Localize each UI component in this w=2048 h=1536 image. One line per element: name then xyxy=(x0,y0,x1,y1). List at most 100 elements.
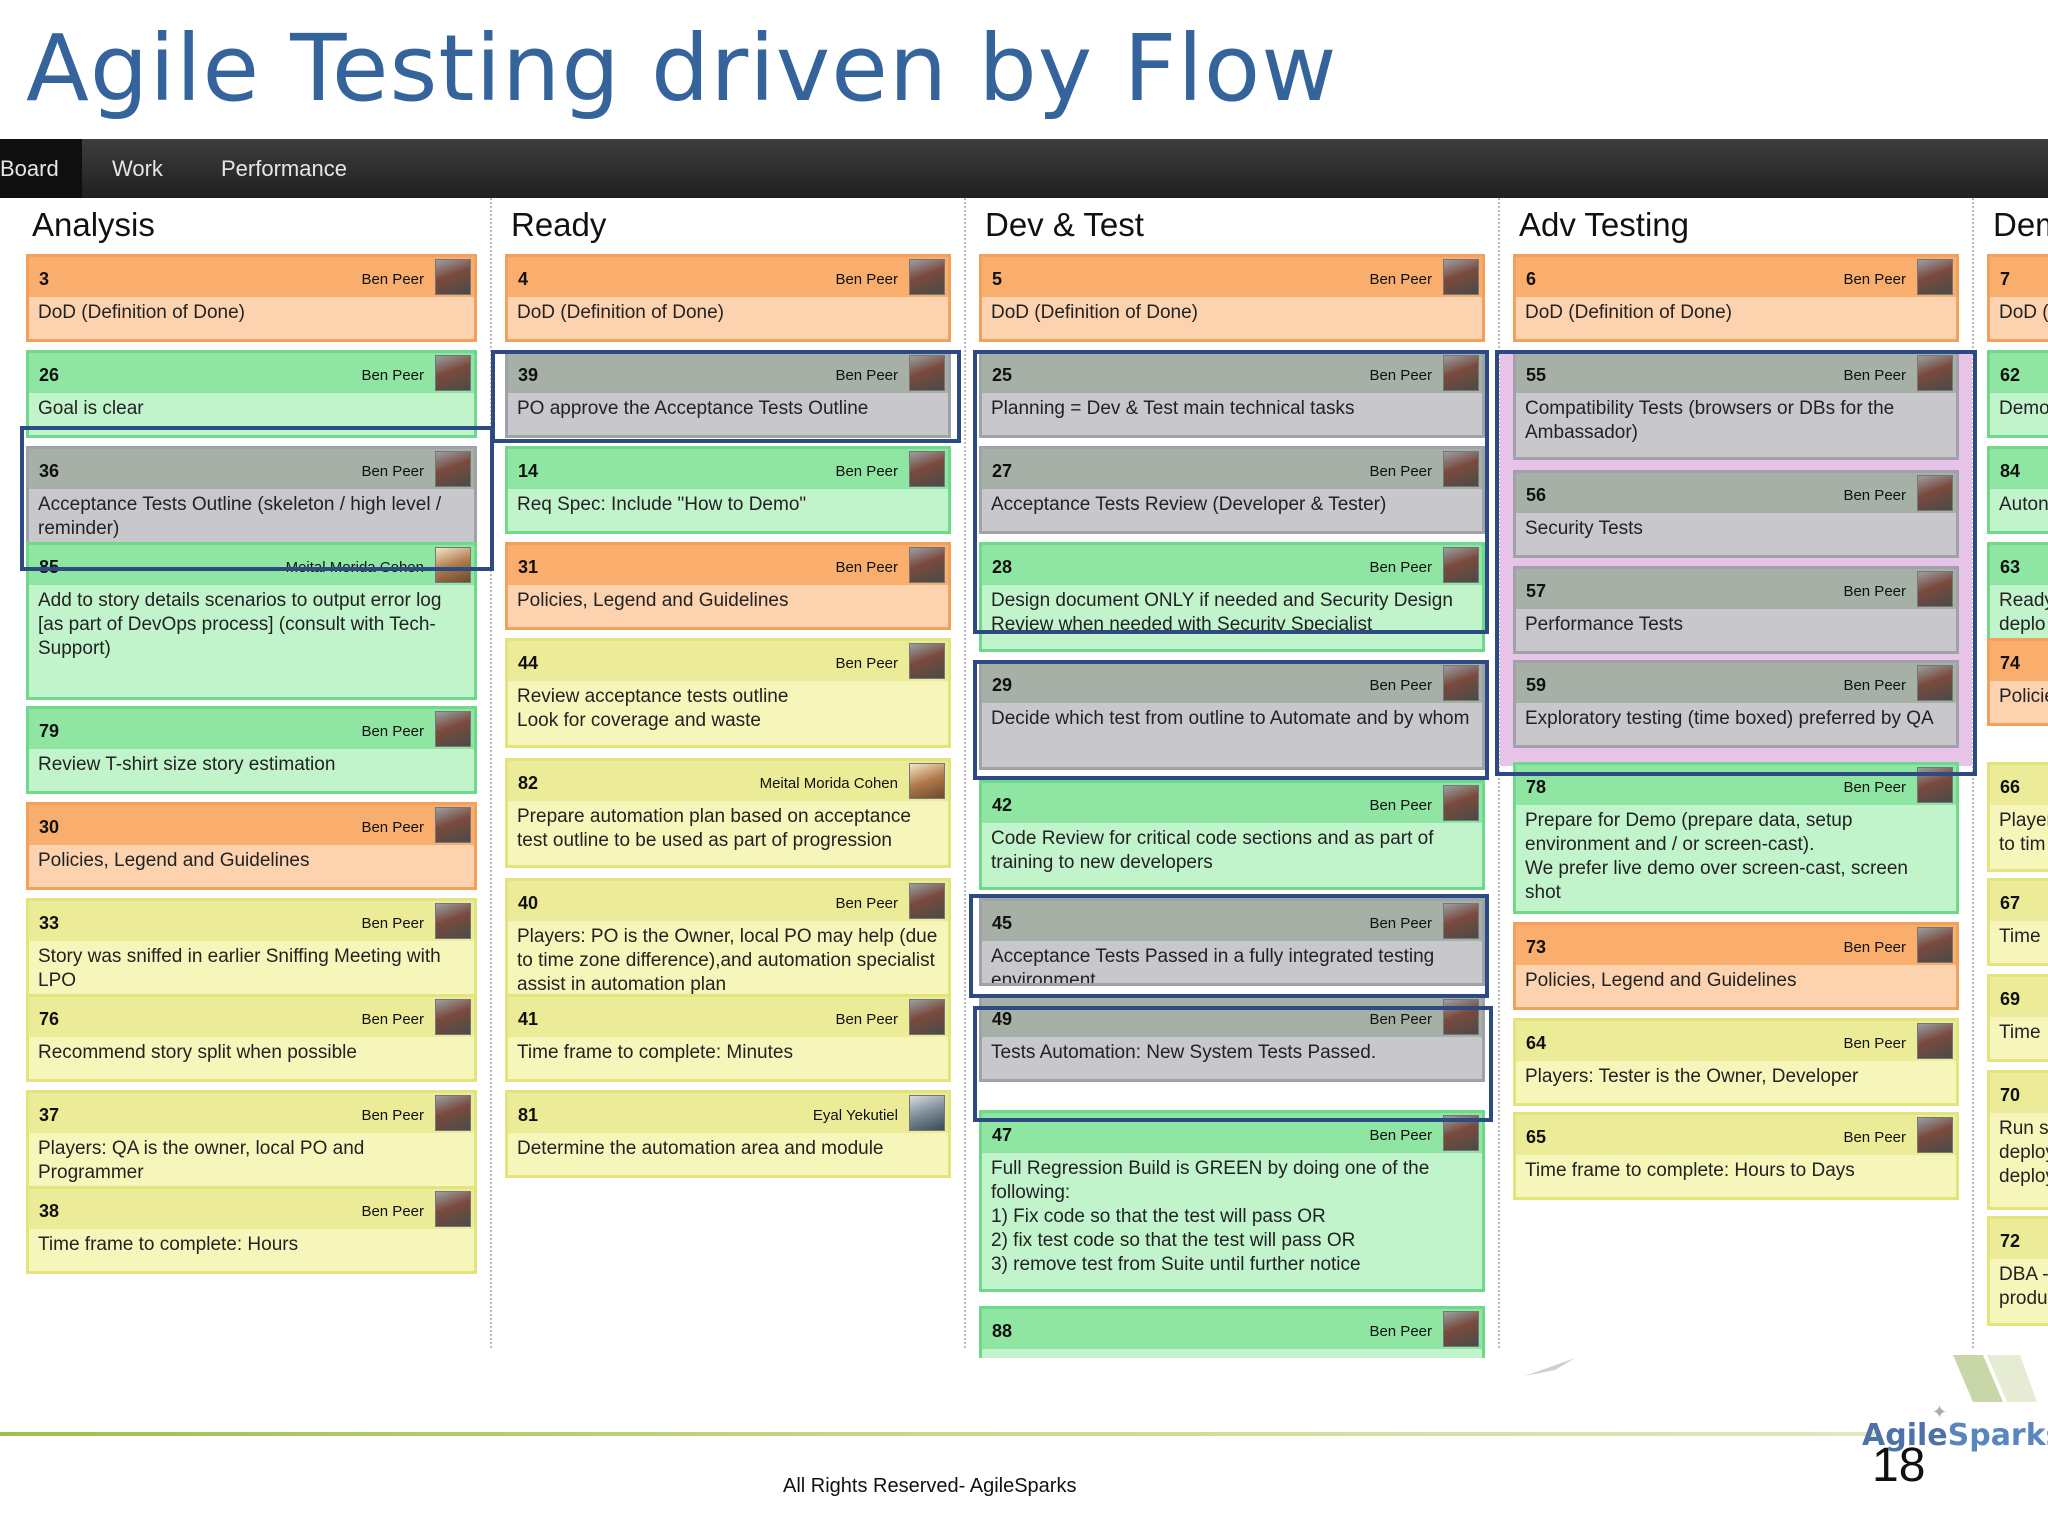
card-owner: Ben Peer xyxy=(1369,797,1432,814)
card-text: Time frame to complete: Hours xyxy=(38,1234,299,1255)
avatar[interactable] xyxy=(435,451,471,487)
avatar[interactable] xyxy=(1443,451,1479,487)
avatar[interactable] xyxy=(435,711,471,747)
avatar[interactable] xyxy=(1917,571,1953,607)
avatar[interactable] xyxy=(1443,1115,1479,1151)
card-owner: Ben Peer xyxy=(361,463,424,480)
avatar[interactable] xyxy=(909,763,945,799)
avatar[interactable] xyxy=(1443,999,1479,1035)
card-owner: Ben Peer xyxy=(1843,677,1906,694)
avatar[interactable] xyxy=(1917,665,1953,701)
tab-work[interactable]: Work xyxy=(112,156,163,181)
card-text: Design document ONLY if needed and Secur… xyxy=(991,590,1453,635)
avatar[interactable] xyxy=(909,1095,945,1131)
avatar[interactable] xyxy=(1917,475,1953,511)
card-text: Add to story details scenarios to output… xyxy=(38,590,442,659)
avatar[interactable] xyxy=(909,451,945,487)
avatar[interactable] xyxy=(435,1191,471,1227)
avatar[interactable] xyxy=(435,999,471,1035)
avatar[interactable] xyxy=(435,903,471,939)
card-owner: Ben Peer xyxy=(361,819,424,836)
avatar[interactable] xyxy=(435,807,471,843)
avatar[interactable] xyxy=(1443,903,1479,939)
avatar[interactable] xyxy=(435,547,471,583)
avatar[interactable] xyxy=(909,643,945,679)
avatar[interactable] xyxy=(909,883,945,919)
card-owner: Ben Peer xyxy=(835,655,898,672)
kanban-card[interactable]: 74Policie xyxy=(1987,638,2048,726)
avatar[interactable] xyxy=(1917,259,1953,295)
avatar[interactable] xyxy=(435,259,471,295)
avatar[interactable] xyxy=(1443,547,1479,583)
avatar[interactable] xyxy=(1917,1023,1953,1059)
avatar[interactable] xyxy=(435,355,471,391)
avatar[interactable] xyxy=(909,259,945,295)
avatar[interactable] xyxy=(1443,785,1479,821)
avatar[interactable] xyxy=(1443,259,1479,295)
avatar[interactable] xyxy=(1917,355,1953,391)
avatar[interactable] xyxy=(1443,1311,1479,1347)
card-header: 74 xyxy=(1990,641,2048,681)
avatar[interactable] xyxy=(1443,665,1479,701)
card-text: Time xyxy=(1999,1022,2041,1043)
tab-board[interactable]: Board xyxy=(0,139,82,198)
tab-performance[interactable]: Performance xyxy=(221,156,347,181)
kanban-card[interactable]: 63Ready deplo xyxy=(1987,542,2048,652)
avatar[interactable] xyxy=(909,547,945,583)
avatar[interactable] xyxy=(1917,767,1953,803)
avatar[interactable] xyxy=(1917,927,1953,963)
avatar[interactable] xyxy=(1917,1117,1953,1153)
avatar[interactable] xyxy=(909,355,945,391)
avatar[interactable] xyxy=(1443,355,1479,391)
avatar[interactable] xyxy=(909,999,945,1035)
card-text: Players: QA is the owner, local PO and P… xyxy=(38,1138,365,1183)
avatar[interactable] xyxy=(435,1095,471,1131)
